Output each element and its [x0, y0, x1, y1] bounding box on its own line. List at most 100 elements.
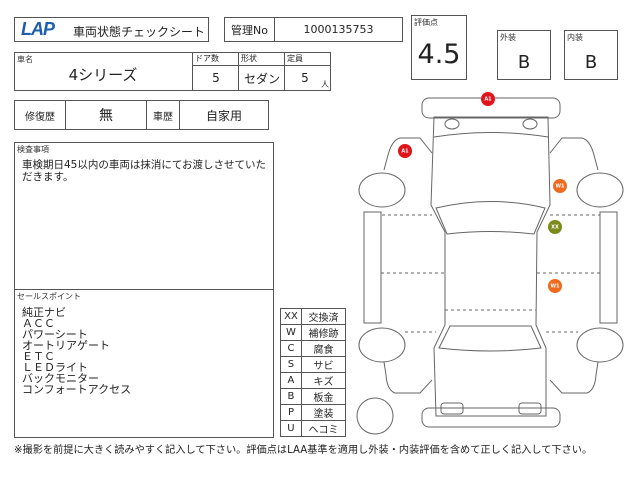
inspection-box: 検査事項 車検期日45以内の車両は抹消にてお渡しさせていた だきます。: [14, 142, 274, 290]
taillight-right: [518, 402, 542, 415]
inspection-label: 検査事項: [17, 145, 49, 154]
sales-points-box: セールスポイント 純正ナビ ＡＣＣ パワーシート オートリアゲート ＥＴＣ ＬＥ…: [14, 289, 274, 438]
legend-code: P: [280, 404, 302, 421]
doors-cell: ドア数 5: [192, 53, 238, 90]
sales-points-label: セールスポイント: [17, 292, 81, 301]
damage-mark: W1: [553, 179, 567, 193]
svg-text:XX: XX: [551, 225, 559, 231]
legend-meaning: 補修跡: [300, 324, 347, 341]
left-front-fender: [383, 137, 433, 171]
shape-label: 形状: [239, 53, 284, 66]
headlight-right: [522, 118, 538, 130]
sales-point: 純正ナビ: [22, 306, 66, 319]
lap-logo: LAP: [21, 19, 55, 39]
score-value: 4.5: [417, 38, 461, 70]
legend-code: S: [280, 356, 302, 373]
doors-label: ドア数: [193, 53, 238, 66]
sales-point: ＡＣＣ: [22, 317, 55, 330]
doors-value: 5: [212, 71, 220, 85]
rear-window: [438, 325, 542, 352]
damage-mark: A1: [398, 144, 412, 158]
right-front-fender: [549, 137, 599, 171]
right-side-sill: [599, 211, 618, 324]
legend-code: XX: [280, 308, 302, 325]
sales-point: バックモニター: [22, 372, 99, 385]
sales-point: パワーシート: [22, 328, 88, 341]
hood-line: [433, 132, 549, 138]
sales-point: ＬＥＤライト: [22, 361, 88, 374]
windshield: [435, 201, 546, 235]
spare-tire-circle: [356, 397, 394, 435]
sales-point: ＥＴＣ: [22, 350, 55, 363]
shape-cell: 形状 セダン: [238, 53, 284, 90]
wheel-left-front: [358, 172, 406, 208]
wheel-right-rear: [576, 327, 624, 363]
management-no-box: 管理No 1000135753: [224, 17, 403, 42]
wheel-right-front: [576, 172, 624, 208]
usage-value: 自家用: [179, 101, 268, 129]
svg-text:A1: A1: [401, 149, 409, 155]
score-label: 評価点: [414, 18, 438, 27]
right-rear-fender: [549, 361, 599, 394]
footer-note: ※撮影を前提に大きく読みやすく記入して下さい。評価点はLAA基準を適用し外装・内…: [14, 445, 593, 456]
legend-meaning: 板金: [300, 388, 347, 405]
exterior-value: B: [517, 51, 531, 73]
interior-value: B: [584, 51, 598, 73]
svg-text:W1: W1: [556, 184, 566, 190]
car-body: [430, 116, 551, 417]
vehicle-name: 4シリーズ: [68, 65, 138, 84]
interior-box: 内装 B: [564, 30, 618, 80]
legend-code: U: [280, 420, 302, 437]
damage-mark: W1: [548, 279, 562, 293]
legend-code: C: [280, 340, 302, 357]
exterior-label: 外装: [500, 33, 516, 42]
legend-meaning: ヘコミ: [300, 420, 347, 437]
capacity-cell: 定員 5 人: [284, 53, 330, 90]
management-no-value: 1000135753: [274, 18, 402, 41]
repair-label: 修復歴: [25, 111, 55, 123]
repair-value: 無: [65, 101, 146, 129]
history-box: 修復歴 無 車歴 自家用: [14, 100, 269, 130]
sheet-title: 車両状態チェックシート: [73, 25, 206, 39]
legend-code: B: [280, 388, 302, 405]
legend-code: A: [280, 372, 302, 389]
management-no-label: 管理No: [231, 23, 268, 37]
legend-meaning: キズ: [300, 372, 347, 389]
legend-code: W: [280, 324, 302, 341]
exterior-box: 外装 B: [497, 30, 551, 80]
title-box: LAP 車両状態チェックシート: [14, 17, 209, 42]
usage-label: 車歴: [146, 101, 179, 129]
legend-meaning: 交換済: [300, 308, 347, 325]
damage-mark: XX: [548, 220, 562, 234]
panel-dividers: [381, 214, 600, 333]
capacity-value: 5: [301, 71, 309, 85]
interior-label: 内装: [567, 33, 583, 42]
rear-bumper: [421, 407, 561, 428]
left-side-sill: [363, 211, 382, 324]
sales-point: コンフォートアクセス: [22, 383, 132, 396]
vehicle-box: 車名 4シリーズ ドア数 5 形状 セダン 定員 5 人: [14, 52, 331, 91]
vehicle-name-label: 車名: [17, 55, 33, 64]
headlight-left: [444, 118, 460, 130]
car-diagram: A1 A1 W1 XX W1: [356, 92, 624, 435]
capacity-label: 定員: [285, 53, 330, 66]
svg-text:W1: W1: [551, 284, 561, 290]
sales-point: オートリアゲート: [22, 339, 110, 352]
inspection-line: だきます。: [22, 171, 74, 183]
legend-meaning: 塗装: [300, 404, 347, 421]
taillight-left: [440, 402, 464, 415]
shape-value: セダン: [243, 71, 280, 86]
legend-meaning: 腐食: [300, 340, 347, 357]
wheel-left-rear: [358, 327, 406, 363]
capacity-unit: 人: [321, 80, 329, 89]
left-rear-fender: [383, 361, 433, 394]
